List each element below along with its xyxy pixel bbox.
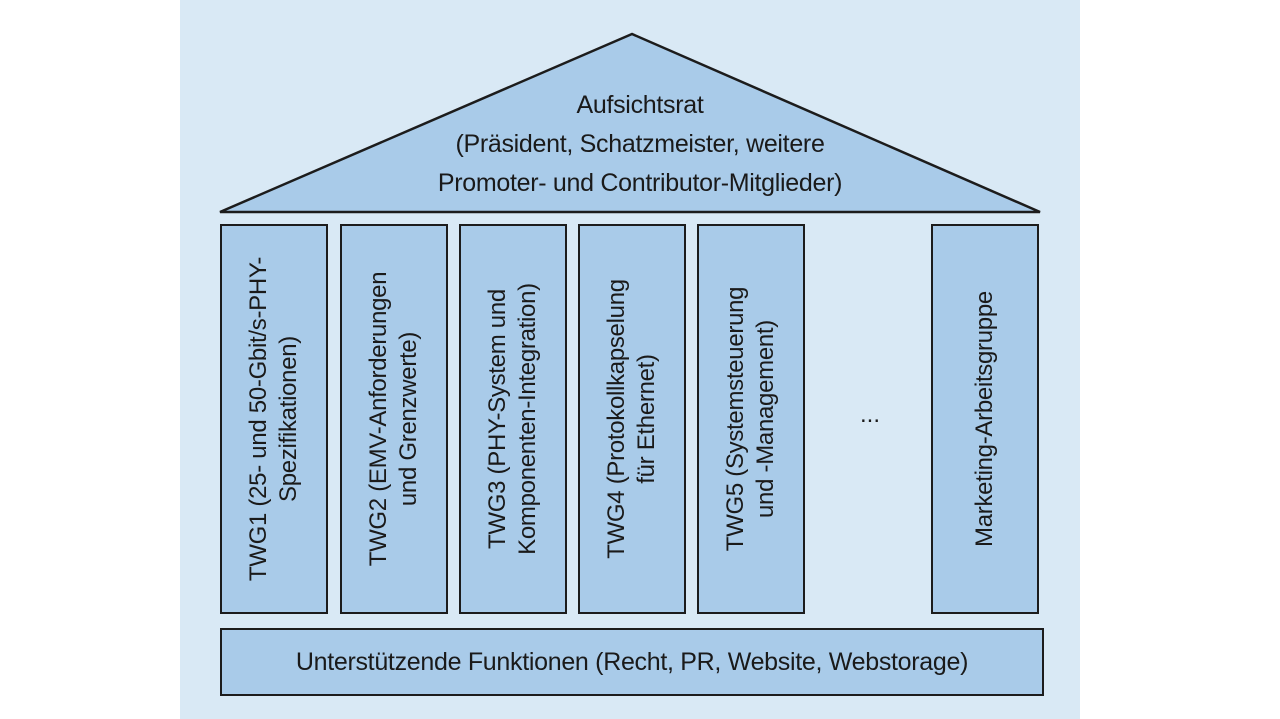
pillar-twg1-line-2: Spezifikationen) (275, 336, 302, 502)
pillar-twg5: TWG5 (Systemsteuerung und -Management) (697, 224, 805, 614)
pillar-twg2-line-2: und Grenzwerte) (395, 331, 422, 507)
pillar-twg2: TWG2 (EMV-Anforderungen und Grenzwerte) (340, 224, 448, 614)
pillar-twg4-line-1: TWG4 (Protokollkapselung (603, 279, 630, 559)
pillar-twg3: TWG3 (PHY-System und Komponenten-Integra… (459, 224, 567, 614)
pillar-marketing-line-1: Marketing-Arbeitsgruppe (971, 291, 998, 547)
pillar-twg1-line-1: TWG1 (25- und 50-Gbit/s-PHY- (245, 256, 272, 582)
pillar-twg3-line-2: Komponenten-Integration) (514, 283, 541, 555)
pillar-twg5-line-1: TWG5 (Systemsteuerung (722, 286, 749, 552)
pillar-twg5-line-2: und -Management) (752, 320, 779, 518)
base-label: Unterstützende Funktionen (Recht, PR, We… (295, 647, 969, 676)
roof-line-promoters: Promoter- und Contributor-Mitglieder) (437, 169, 843, 197)
base-supporting-functions: Unterstützende Funktionen (Recht, PR, We… (220, 628, 1044, 696)
pillar-twg2-line-1: TWG2 (EMV-Anforderungen (365, 271, 392, 567)
pillar-twg4: TWG4 (Protokollkapselung für Ethernet) (578, 224, 686, 614)
roof-title: Aufsichtsrat (576, 91, 704, 119)
pillar-marketing: Marketing-Arbeitsgruppe (931, 224, 1039, 614)
more-working-groups-ellipsis: ... (859, 401, 880, 428)
pillar-twg3-line-1: TWG3 (PHY-System und (484, 289, 511, 549)
pillar-twg4-line-2: für Ethernet) (633, 354, 660, 484)
roof-line-members: (Präsident, Schatzmeister, weitere (455, 130, 825, 158)
pillar-twg1: TWG1 (25- und 50-Gbit/s-PHY- Spezifikati… (220, 224, 328, 614)
